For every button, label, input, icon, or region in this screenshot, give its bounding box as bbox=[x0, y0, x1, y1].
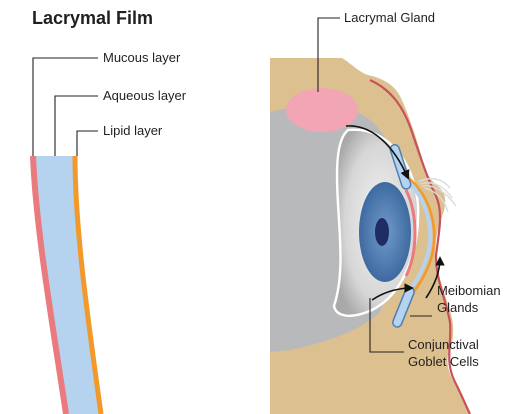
pupil bbox=[375, 218, 389, 246]
aqueous-layer-label: Aqueous layer bbox=[103, 88, 186, 103]
film-leader-lines bbox=[33, 58, 98, 156]
mucous-leader bbox=[33, 58, 98, 156]
lipid-leader bbox=[77, 131, 98, 156]
meibomian-glands-label: Meibomian Glands bbox=[437, 282, 501, 316]
aqueous-layer-band bbox=[33, 156, 101, 414]
tear-film-layers bbox=[33, 156, 101, 414]
film-title: Lacrymal Film bbox=[32, 8, 153, 29]
mucous-layer-label: Mucous layer bbox=[103, 50, 180, 65]
lacrymal-gland-label: Lacrymal Gland bbox=[344, 10, 435, 25]
lipid-layer-label: Lipid layer bbox=[103, 123, 162, 138]
goblet-cells-label: Conjunctival Goblet Cells bbox=[408, 336, 479, 370]
